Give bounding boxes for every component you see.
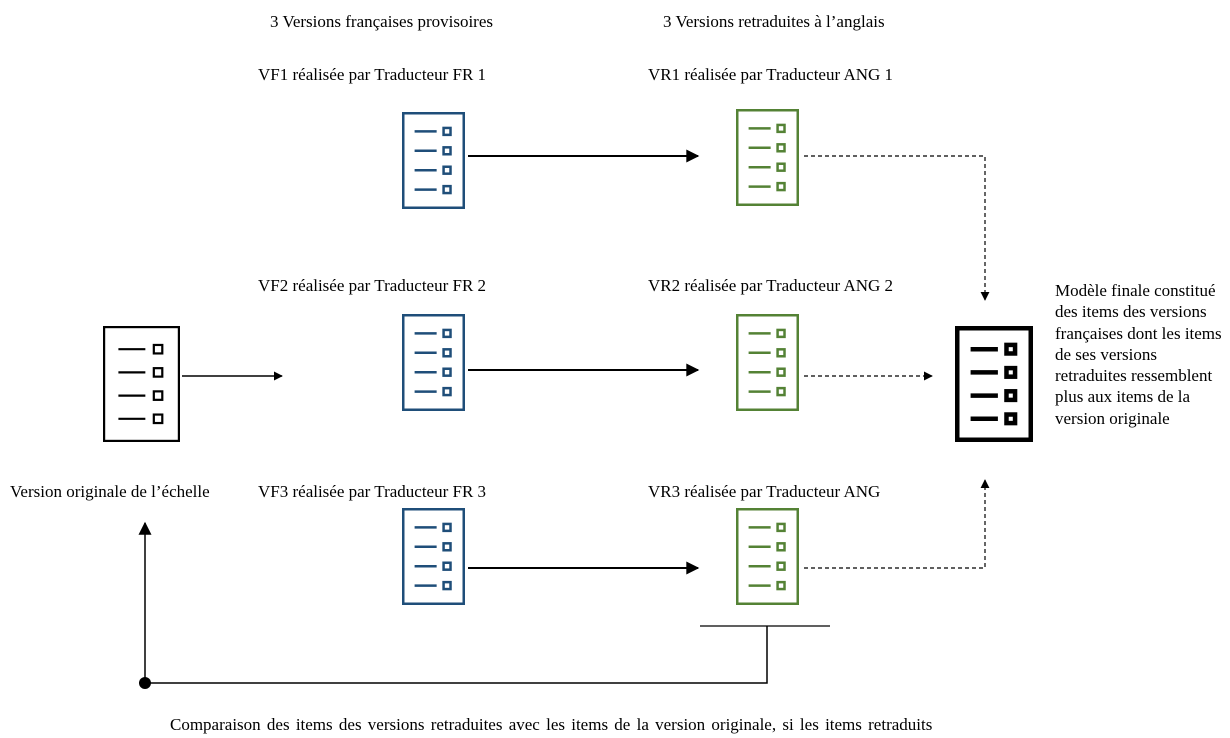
checkbox-square [442, 367, 452, 377]
label-vf1: VF1 réalisée par Traducteur FR 1 [258, 65, 487, 84]
vf3-document-icon [402, 508, 465, 605]
checkbox-square [1004, 412, 1018, 426]
checkbox-square [442, 165, 452, 175]
final-model-document-icon [955, 326, 1033, 442]
checkbox-square [776, 386, 786, 397]
checkbox-square [776, 522, 786, 533]
checkbox-square [776, 542, 786, 552]
checkbox-square [442, 522, 452, 533]
label-vr2: VR2 réalisée par Traducteur ANG 2 [648, 276, 894, 295]
caption-comparison: Comparaison des items des versions retra… [170, 715, 933, 734]
checkbox-square [442, 126, 452, 137]
label-vr3: VR3 réalisée par Traducteur ANG [648, 482, 881, 501]
checkbox-square [152, 413, 164, 425]
document-frame [103, 326, 181, 443]
checkbox-square [152, 367, 164, 378]
vf1-document-icon [402, 112, 465, 209]
checkbox-square [776, 367, 786, 377]
checkbox-square [776, 123, 786, 134]
header-back-translations: 3 Versions retraduites à l’anglais [663, 12, 885, 31]
checkbox-square [442, 184, 452, 195]
label-vr1: VR1 réalisée par Traducteur ANG 1 [648, 65, 894, 84]
document-frame [736, 314, 799, 411]
document-frame [736, 508, 799, 605]
checkbox-square [776, 348, 786, 358]
checkbox-square [442, 580, 452, 591]
comparison-feedback-line [138, 521, 768, 684]
checkbox-square [776, 162, 786, 172]
vr1-document-icon [736, 109, 799, 206]
checkbox-square [442, 542, 452, 552]
document-frame [402, 508, 465, 605]
checkbox-square [776, 561, 786, 571]
checkbox-square [1004, 389, 1018, 403]
label-vf3: VF3 réalisée par Traducteur FR 3 [258, 482, 487, 501]
checkbox-square [1004, 365, 1018, 379]
vf2-document-icon [402, 314, 465, 411]
checkbox-square [442, 386, 452, 397]
original-scale-document-icon [103, 326, 181, 443]
checkbox-square [776, 580, 786, 591]
vr2-document-icon [736, 314, 799, 411]
label-vf2: VF2 réalisée par Traducteur FR 2 [258, 276, 487, 295]
checkbox-square [442, 328, 452, 339]
label-final-model: Modèle finale constitué des items des ve… [1055, 281, 1222, 428]
checkbox-square [776, 328, 786, 339]
document-frame [955, 326, 1033, 442]
document-frame [402, 112, 465, 209]
header-french-versions: 3 Versions françaises provisoires [270, 12, 494, 31]
dashed-arrow-vr1-to-final [804, 155, 990, 301]
checkbox-square [442, 561, 452, 571]
checkbox-square [442, 146, 452, 156]
dashed-arrow-vr3-to-final [804, 479, 990, 569]
document-frame [736, 109, 799, 206]
checkbox-square [152, 390, 164, 401]
vr3-document-icon [736, 508, 799, 605]
label-original: Version originale de l’échelle [10, 482, 210, 501]
comparison-start-dot [139, 677, 151, 689]
checkbox-square [152, 343, 164, 355]
checkbox-square [776, 143, 786, 153]
checkbox-square [1004, 342, 1018, 356]
checkbox-square [776, 181, 786, 192]
document-frame [402, 314, 465, 411]
checkbox-square [442, 348, 452, 358]
